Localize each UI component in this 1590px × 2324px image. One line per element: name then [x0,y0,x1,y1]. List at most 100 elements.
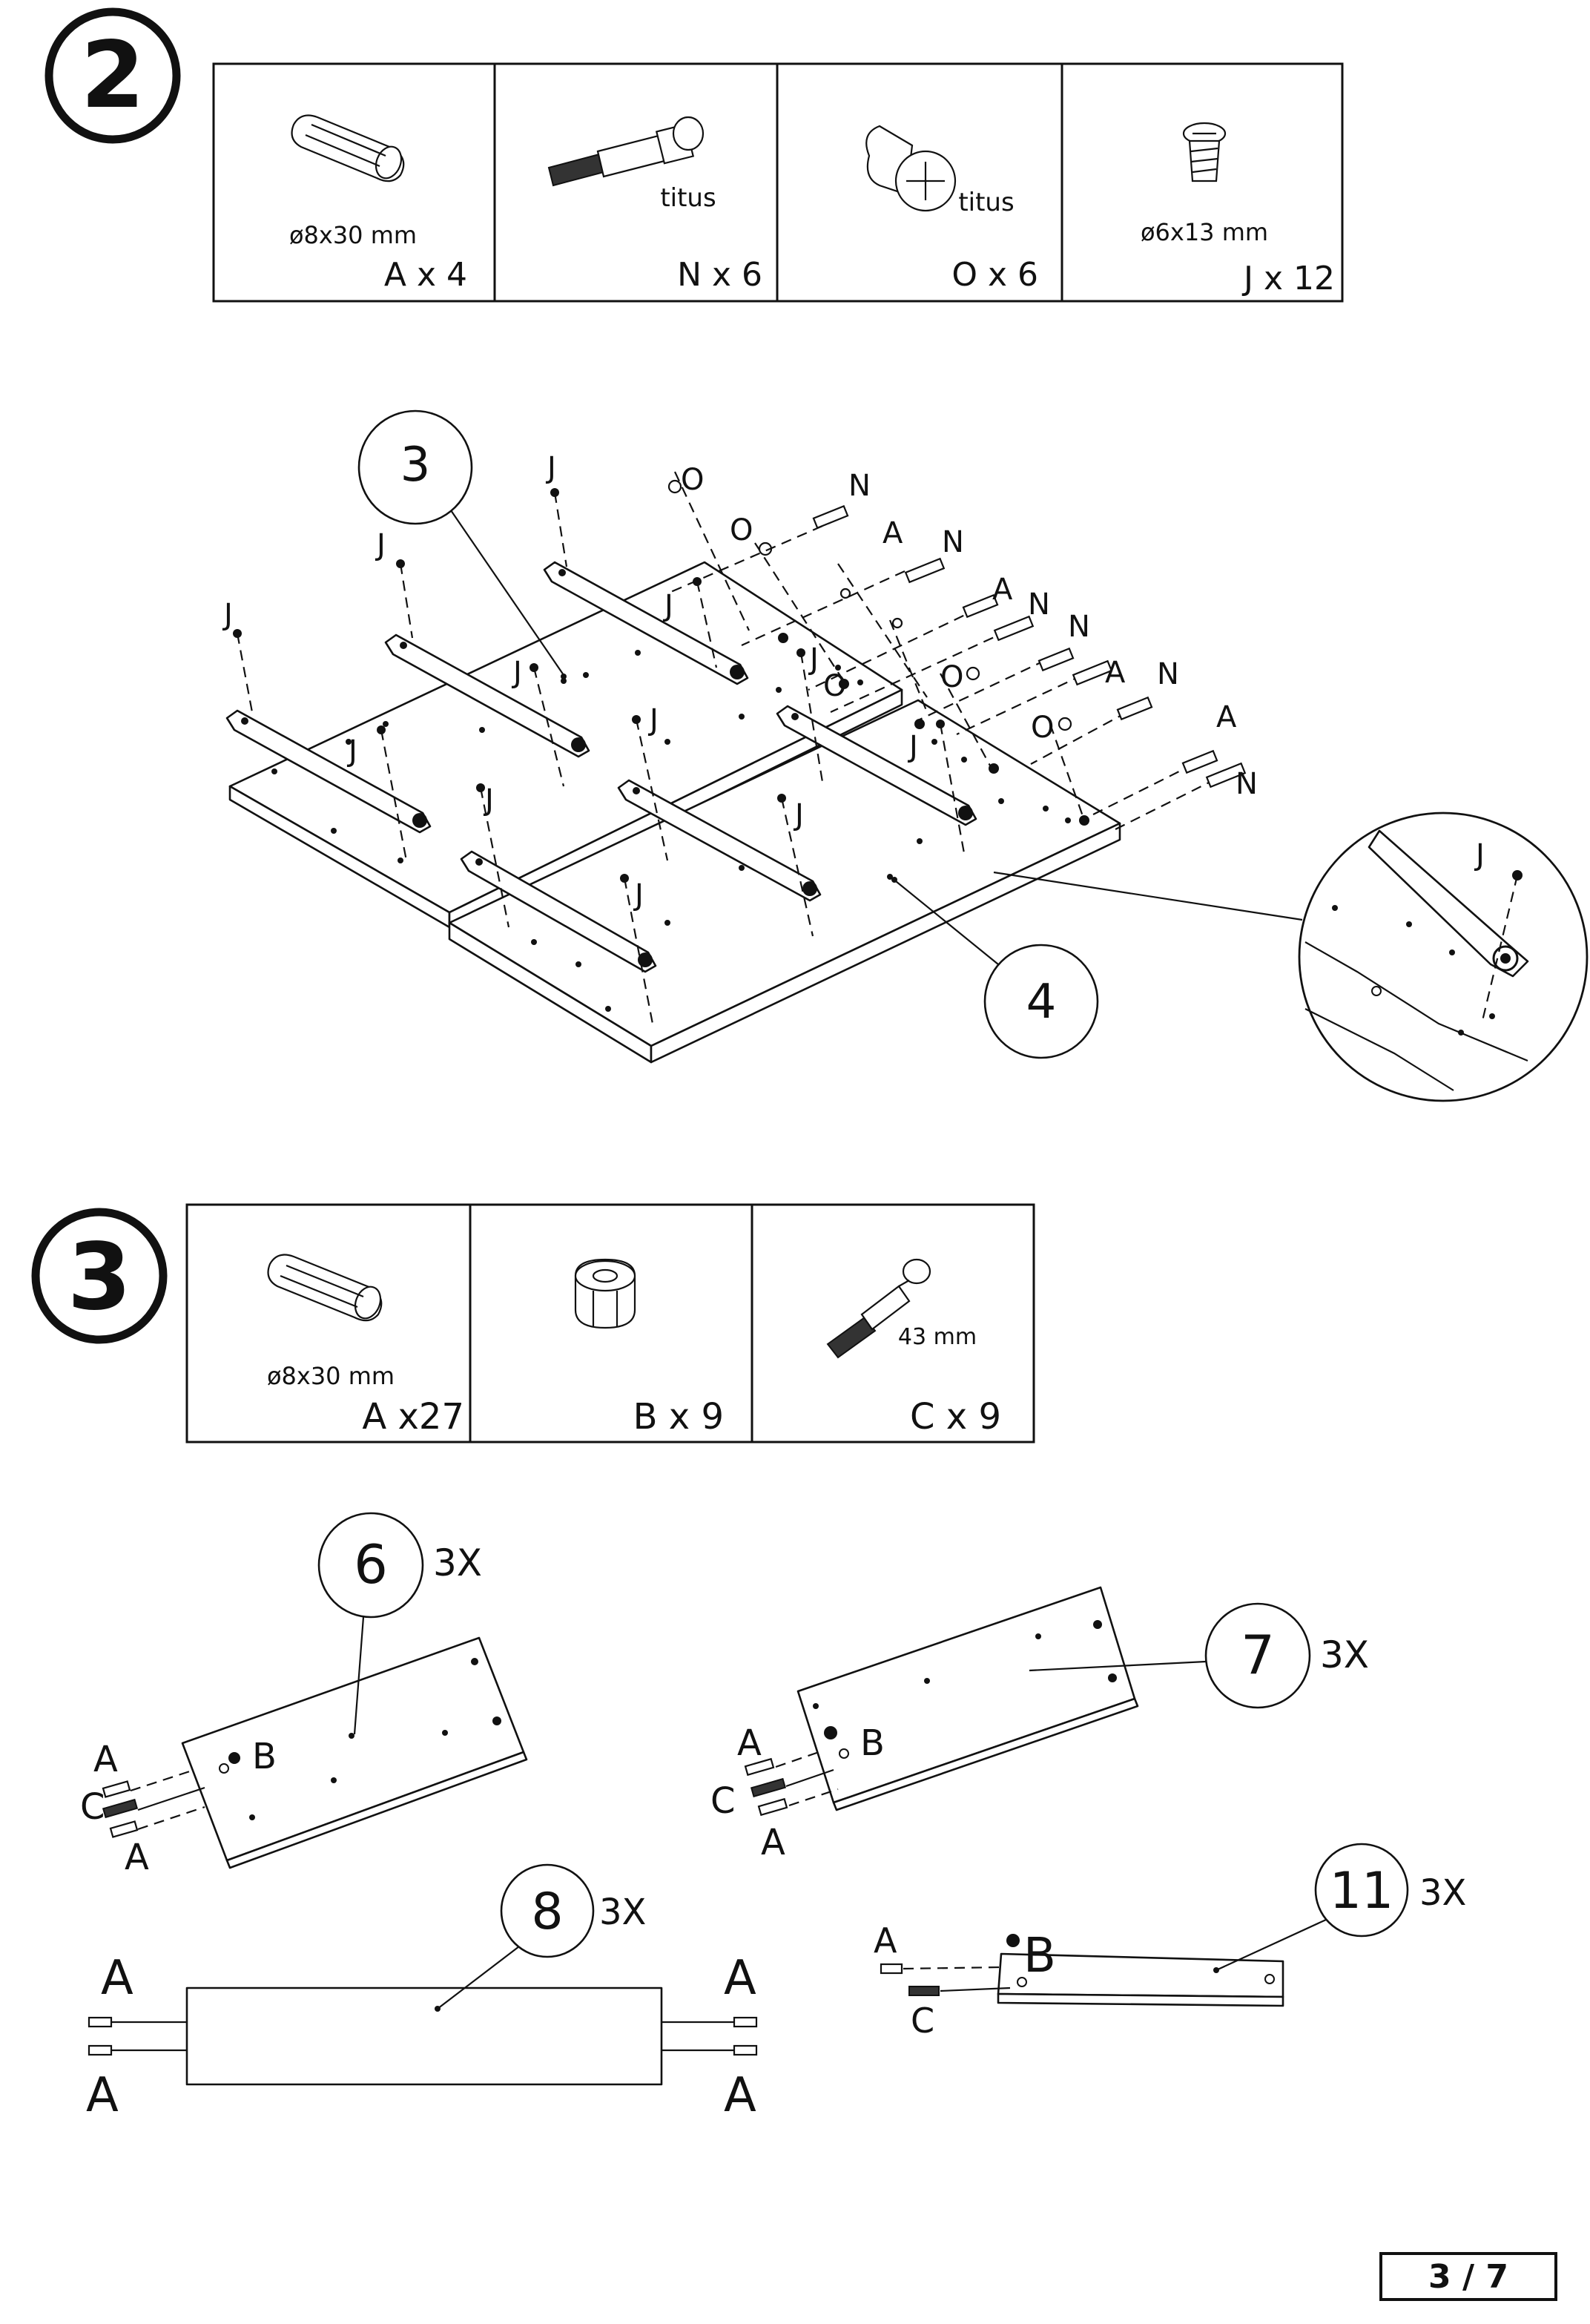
label-o: O [940,660,963,694]
panel-6-multiplier: 3X [433,1541,482,1584]
label-n: N [1068,610,1090,644]
label-j: J [545,451,556,485]
step-2-number: 2 [81,22,145,129]
svg-text:3: 3 [400,438,431,493]
panel-11-multiplier: 3X [1419,1872,1466,1914]
runner-6 [776,705,977,826]
panel-11-fitting: C [911,2001,934,2041]
panel-11-fitting: A [874,1920,897,1961]
detail-zoom-view: J [993,812,1589,1102]
panel-7-fitting: A [737,1722,762,1764]
page-number-box: 3 / 7 [1379,2252,1557,2301]
panel-7-fitting: B [860,1722,885,1764]
step-2-assembly-diagram: J J J J J J J J J J J J [222,409,1589,1102]
label-j: J [647,703,659,737]
label-a: A [1216,700,1237,734]
step3-part1-qty: A x27 [362,1396,464,1438]
panel-6-fitting: A [93,1739,118,1780]
step2-part4-size: ø6x13 mm [1141,218,1268,246]
panel-holes [271,633,1089,1012]
panel-6-fitting: C [80,1786,105,1828]
dowel-icon [291,114,405,182]
step3-part3-extra: 43 mm [898,1324,977,1350]
step3-part3-qty: C x 9 [910,1396,1001,1438]
step-3-parts-table: ø8x30 mm A x27 B x 9 43 mm C x 9 [185,1203,1035,1444]
label-j: J [483,783,494,817]
step2-part1-size: ø8x30 mm [289,221,417,249]
label-j: J [1474,838,1485,872]
panel-8-number: 8 [531,1883,563,1941]
label-j: J [222,598,233,632]
callout-panel-4: 4 [891,877,1099,1059]
label-o: O [823,669,846,703]
svg-text:4: 4 [1026,975,1057,1030]
label-j: J [808,642,819,677]
label-a: A [992,573,1013,607]
label-j: J [346,734,357,768]
step3-part2-qty: B x 9 [633,1396,724,1438]
step3-part1-size: ø8x30 mm [267,1362,395,1390]
panel-8-fitting: A [86,2068,119,2123]
panel-11-group: 11 3X A C B [874,1843,1466,2041]
label-j: J [907,730,918,764]
panel-7-group: 7 3X A C A B [710,1586,1369,1863]
label-n: N [1236,767,1258,801]
runner-5 [617,779,822,902]
panel-8-group: 8 3X A A A A [86,1863,758,2123]
runner-4 [460,850,657,973]
panel-8-fitting: A [101,1951,133,2006]
label-n: N [848,469,871,503]
panel-6-fitting: B [252,1736,277,1777]
edge-hardware [667,471,1247,832]
label-a: A [1105,656,1126,690]
panel-6-number: 6 [354,1533,388,1596]
dowel-icon [267,1254,383,1322]
label-j: J [662,589,673,623]
panel-6-fitting: A [125,1837,149,1878]
label-n: N [1157,657,1179,691]
step-3-badge: 3 [31,1208,168,1344]
step-3-number: 3 [67,1224,131,1331]
label-o: O [1031,711,1054,745]
screw-icon [1182,122,1227,182]
label-j: J [793,798,804,832]
label-j: J [375,528,386,562]
label-j: J [511,656,522,690]
cam-bolt-icon [547,116,705,187]
panel-8-multiplier: 3X [599,1892,646,1933]
page-number: 3 / 7 [1428,2258,1508,2296]
panel-11-fitting: B [1023,1929,1056,1984]
step2-part2-qty: N x 6 [677,256,762,294]
connecting-bolt-icon [826,1258,931,1359]
step-2-parts-table: ø8x30 mm A x 4 titus N x 6 titus O x 6 [212,62,1344,303]
panel-7-fitting: C [710,1780,736,1822]
panel-6-group: 6 3X A C A B [80,1512,528,1878]
label-n: N [1028,587,1050,622]
screws-j [233,488,966,1024]
step2-part4-qty: J x 12 [1241,260,1335,297]
step2-part1-qty: A x 4 [384,256,467,294]
panel-11-number: 11 [1330,1862,1394,1920]
panel-7-number: 7 [1241,1624,1275,1686]
label-o: O [730,513,753,547]
step-2-badge: 2 [44,7,181,144]
step2-part3-brand: titus [958,188,1014,217]
runner-1 [225,709,432,834]
runner-3 [543,561,749,685]
panel-8-fitting: A [724,2068,756,2123]
cam-fitting-icon [574,1258,636,1329]
panel-8-fitting: A [724,1951,756,2006]
callout-panel-3: 3 [357,409,567,679]
runner-2 [384,633,590,758]
step2-part3-qty: O x 6 [951,256,1038,294]
panel-7-fitting: A [761,1822,785,1863]
drawer-runners [225,561,977,973]
label-a: A [883,516,903,550]
step2-part2-brand: titus [660,183,716,213]
panel-7-multiplier: 3X [1320,1633,1369,1676]
label-o: O [681,463,704,497]
label-j: J [633,878,644,912]
cam-lock-icon [865,125,957,212]
